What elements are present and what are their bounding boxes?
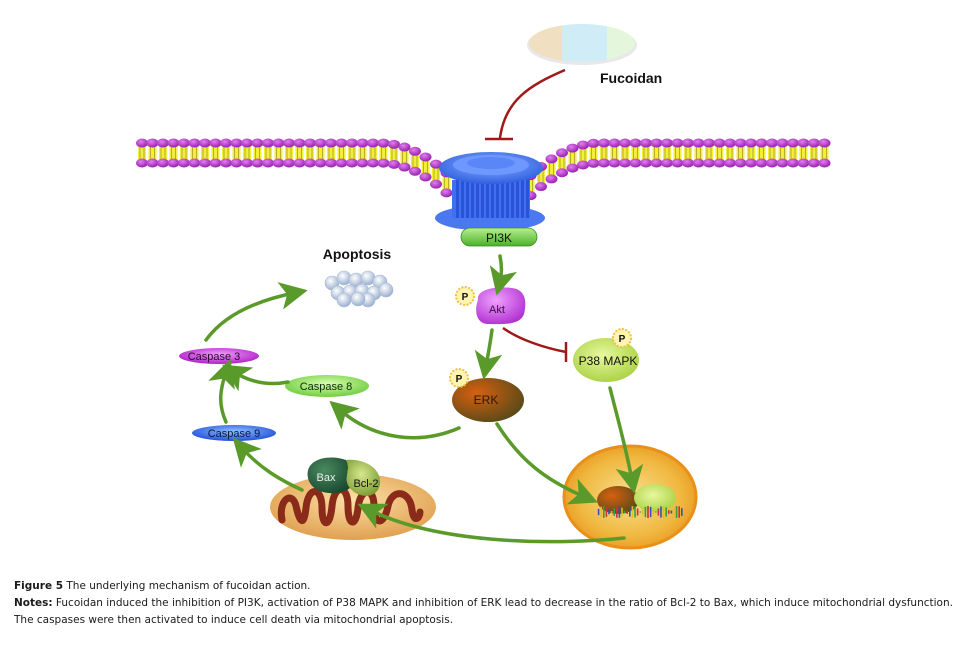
erk-phospho-badge-icon: P [449,368,469,388]
figure-number: Figure 5 [14,580,64,592]
caspase-3-node: Caspase 3 [179,348,259,364]
svg-text:P: P [619,334,626,345]
figure-notes: Notes: Fucoidan induced the inhibition o… [14,595,964,629]
pi3k-node: PI3K [460,227,538,247]
figure-title-text: The underlying mechanism of fucoidan act… [63,580,311,592]
p38-label: P38 MAPK [579,354,638,368]
akt-phospho-badge-icon: P [455,286,475,306]
cell-membrane [136,138,831,201]
fucoidan-inhibition-line [485,68,566,141]
arrow-nucleus-to-mitochondrion [357,503,626,544]
pathway-diagram: Fucoidan PI3K Apoptosis Akt P ERK P [136,24,831,550]
apoptotic-bodies-icon [324,270,394,308]
arrow-caspase3-to-apoptosis [204,282,308,342]
erk-label: ERK [474,393,499,407]
bax-protein-node: Bax [307,457,350,494]
p38-phospho-badge-icon: P [612,328,632,348]
caspase-8-label: Caspase 8 [300,381,353,393]
akt-inhibits-p38-line [502,326,568,362]
arrow-p38-to-nucleus [608,386,644,494]
erk-node: ERK [452,378,524,422]
caspase-3-label: Caspase 3 [188,351,241,363]
bcl2-label: Bcl-2 [353,478,378,490]
svg-text:P: P [462,292,469,303]
caspase-9-label: Caspase 9 [208,428,261,440]
notes-text: Fucoidan induced the inhibition of PI3K,… [14,597,953,626]
bax-label: Bax [317,472,336,484]
arrow-erk-to-nucleus [495,422,598,505]
caspase-8-node: Caspase 8 [285,375,369,397]
apoptosis-label: Apoptosis [323,246,392,262]
p38-mapk-node: P38 MAPK [573,338,639,382]
bcl2-protein-node: Bcl-2 [346,459,381,496]
svg-text:P: P [456,374,463,385]
nucleus-icon [562,444,698,550]
mitochondrion-icon [270,474,436,540]
arrow-caspase9-to-caspase3 [208,358,235,424]
dna-helix-icon [597,506,683,518]
caspase-9-node: Caspase 9 [192,425,276,441]
fucoidan-molecule-icon [527,24,637,65]
akt-label: Akt [489,304,505,316]
arrow-mitochondrion-to-caspase9 [232,437,304,492]
fucoidan-label: Fucoidan [600,70,662,86]
akt-node: Akt [476,287,526,325]
receptor-channel-icon [435,152,545,231]
arrow-pi3k-to-akt [489,254,517,296]
notes-label: Notes: [14,597,53,609]
arrow-erk-to-caspase8 [329,400,461,440]
pi3k-label: PI3K [486,231,512,245]
figure-caption: Figure 5 The underlying mechanism of fuc… [14,578,964,629]
arrow-caspase8-to-caspase3 [222,364,290,392]
figure-title: Figure 5 The underlying mechanism of fuc… [14,578,964,595]
arrow-akt-to-erk [474,328,503,380]
